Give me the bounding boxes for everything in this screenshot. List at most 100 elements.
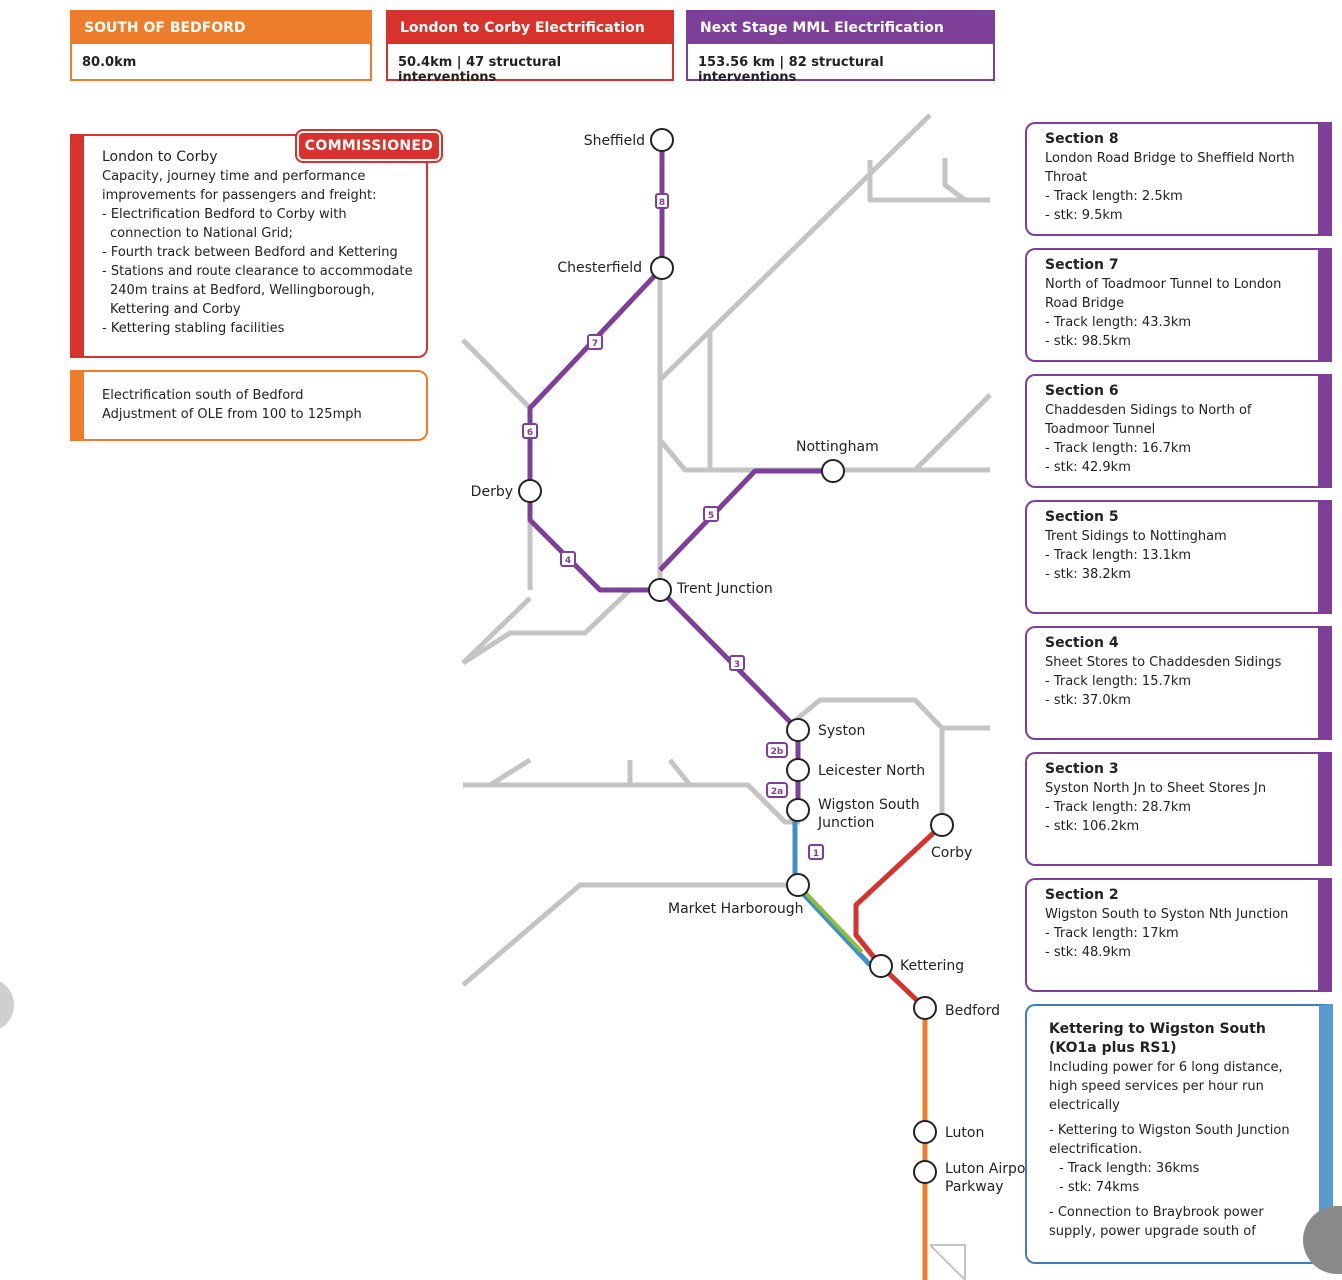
label-luton-parkway: Parkway [945,1179,1004,1195]
svg-text:8: 8 [659,198,665,208]
box-item: - Connection to Braybrook power supply, … [1049,1205,1264,1239]
svg-text:7: 7 [592,339,598,349]
section-stk: - stk: 9.5km [1045,208,1123,223]
section-stk: - stk: 48.9km [1045,945,1131,960]
stat-title: London to Corby Electrification [388,12,672,44]
commissioned-badge: COMMISSIONED [295,129,443,163]
station-leicester-north [786,758,810,782]
list-item: Stations and route clearance to accommod… [102,262,416,319]
section-track-length: - Track length: 28.7km [1045,800,1192,815]
section-title: Section 7 [1045,257,1119,273]
section-description: Chaddesden Sidings to North of Toadmoor … [1045,403,1252,437]
station-bedford [913,996,937,1020]
stat-value: 80.0km [82,55,137,70]
section-stk: - stk: 106.2km [1045,819,1140,834]
section-stk: - stk: 38.2km [1045,567,1131,582]
section-description: Wigston South to Syston Nth Junction [1045,907,1289,922]
section-7-box: Section 7 North of Toadmoor Tunnel to Lo… [1025,248,1332,362]
stat-london-corby: London to Corby Electrification 50.4km |… [386,10,674,85]
section-title: Section 2 [1045,887,1119,903]
box-description: Including power for 6 long distance, hig… [1049,1060,1283,1113]
section-badge-4: 4 [560,551,576,567]
section-8-box: Section 8 London Road Bridge to Sheffiel… [1025,122,1332,236]
station-luton-airport [913,1160,937,1184]
section-6-box: Section 6 Chaddesden Sidings to North of… [1025,374,1332,488]
box-description: Adjustment of OLE from 100 to 125mph [102,407,362,422]
label-trent-junction: Trent Junction [676,581,773,597]
label-corby: Corby [931,845,972,861]
mml-route [527,140,833,810]
section-description: Trent Sidings to Nottingham [1045,529,1227,544]
section-description: Syston North Jn to Sheet Stores Jn [1045,781,1267,796]
stat-value: 50.4km | 47 structural interventions [398,55,562,85]
section-description: North of Toadmoor Tunnel to London Road … [1045,277,1282,311]
svg-text:4: 4 [565,556,571,566]
section-badge-2b: 2b [766,742,788,758]
section-track-length: - Track length: 2.5km [1045,189,1183,204]
label-luton-airport: Luton Airpo [945,1161,1025,1177]
svg-text:3: 3 [734,660,740,670]
station-trent-junction [648,578,672,602]
section-description: London Road Bridge to Sheffield North Th… [1045,151,1295,185]
box-description: Capacity, journey time and performance i… [102,169,377,203]
section-badge-2a: 2a [766,782,788,798]
stat-title: Next Stage MML Electrification [688,12,993,44]
section-description: Sheet Stores to Chaddesden Sidings [1045,655,1282,670]
section-4-box: Section 4 Sheet Stores to Chaddesden Sid… [1025,626,1332,740]
section-track-length: - Track length: 13.1km [1045,548,1192,563]
section-stk: - stk: 37.0km [1045,693,1131,708]
list-item: Electrification Bedford to Corby with co… [102,205,416,243]
svg-text:2a: 2a [771,787,783,797]
section-stk: - stk: 42.9km [1045,460,1131,475]
section-title: Section 3 [1045,761,1119,777]
corby-route [853,823,944,968]
section-track-length: - Track length: 17km [1045,926,1179,941]
label-leicester-north: Leicester North [818,763,925,779]
section-2-box: Section 2 Wigston South to Syston Nth Ju… [1025,878,1332,992]
label-luton: Luton [945,1125,984,1141]
section-title: Section 5 [1045,509,1119,525]
svg-text:2b: 2b [771,747,784,757]
station-wigston-south [786,798,810,822]
station-sheffield [650,128,674,152]
box-item: - Kettering to Wigston South Junction el… [1049,1123,1290,1157]
station-kettering [869,954,893,978]
station-syston [786,718,810,742]
station-derby [518,479,542,503]
london-corby-box: London to Corby Capacity, journey time a… [70,134,428,358]
kettering-wigston-box: Kettering to Wigston South (KO1a plus RS… [1025,1004,1333,1264]
label-nottingham: Nottingham [796,439,879,455]
section-badge-8: 8 [655,193,669,209]
label-derby: Derby [471,484,513,500]
section-stk: - stk: 98.5km [1045,334,1131,349]
kettering-wigston-route-2 [798,885,864,954]
section-title: Section 6 [1045,383,1119,399]
box-title: Electrification south of Bedford [102,388,304,403]
svg-text:1: 1 [813,849,819,859]
station-luton [913,1120,937,1144]
section-badge-3: 3 [729,655,745,671]
bedford-electrification-box: Electrification south of Bedford Adjustm… [70,370,428,441]
box-stk: - stk: 74kms [1059,1180,1140,1195]
section-3-box: Section 3 Syston North Jn to Sheet Store… [1025,752,1332,866]
list-item: Fourth track between Bedford and Ketteri… [102,243,416,262]
stations [518,128,954,1184]
box-title: London to Corby [102,149,218,165]
station-chesterfield [650,256,674,280]
section-track-length: - Track length: 15.7km [1045,674,1192,689]
label-chesterfield: Chesterfield [557,260,642,276]
box-list: Electrification Bedford to Corby with co… [102,205,416,338]
section-title: Section 4 [1045,635,1119,651]
label-market-harborough: Market Harborough [668,901,804,917]
stat-title: SOUTH OF BEDFORD [72,12,370,44]
label-wigston-south: Wigston South [818,797,920,813]
label-sheffield: Sheffield [584,133,645,149]
svg-text:5: 5 [708,511,714,521]
section-track-length: - Track length: 43.3km [1045,315,1192,330]
section-badge-6: 6 [522,423,538,439]
list-item: Kettering stabling facilities [102,319,416,338]
box-track-length: - Track length: 36kms [1059,1161,1200,1176]
section-title: Section 8 [1045,131,1119,147]
station-corby [930,813,954,837]
